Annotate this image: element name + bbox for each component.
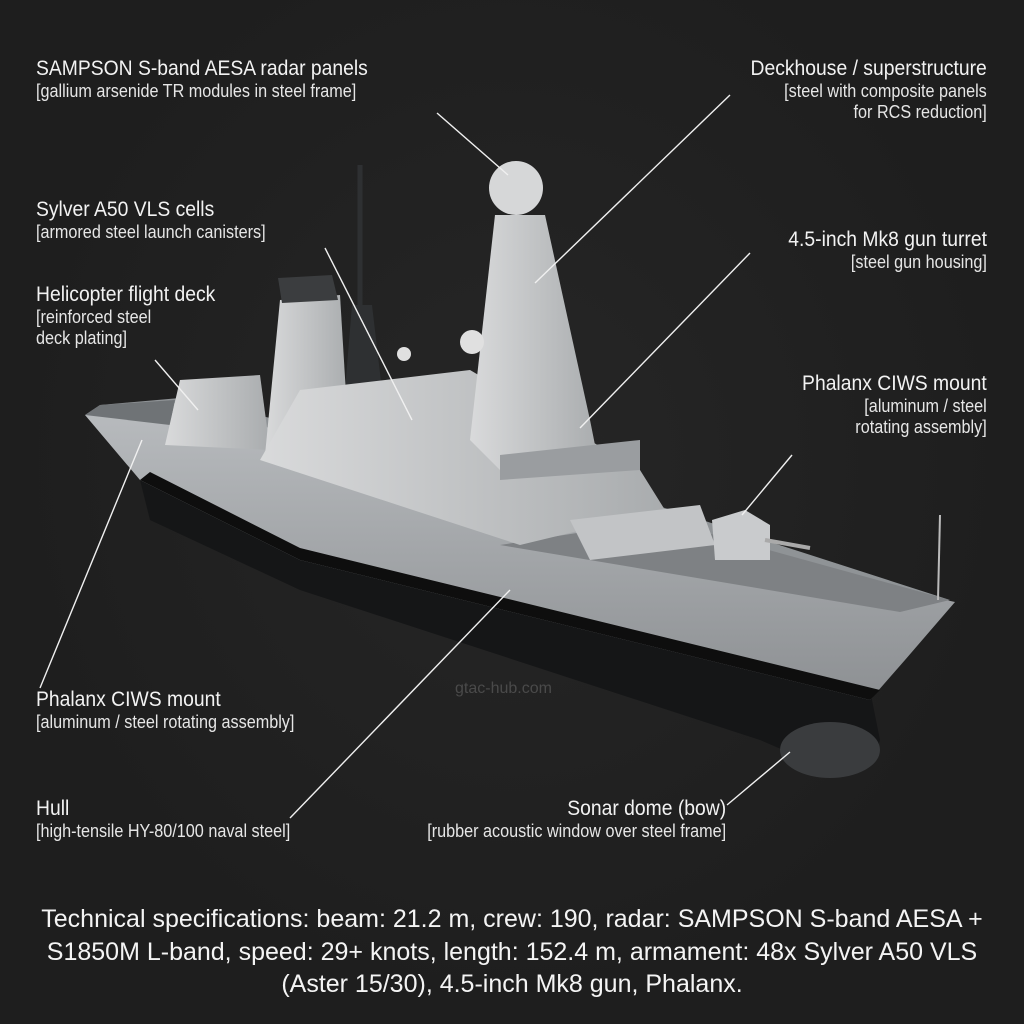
sonar-dome	[780, 722, 880, 778]
label-title: 4.5-inch Mk8 gun turret	[788, 228, 987, 251]
label-material: rotating assembly]	[855, 416, 987, 437]
label-title: Phalanx CIWS mount	[802, 372, 987, 395]
superstructure	[260, 370, 665, 545]
watermark: gtac-hub.com	[455, 680, 552, 697]
label-material: [reinforced steel	[36, 307, 152, 328]
leader-sonar	[726, 751, 791, 806]
helideck-surface	[85, 400, 175, 425]
label-material: [high-tensile HY-80/100 naval steel]	[36, 821, 291, 842]
label-title: Sylver A50 VLS cells	[36, 198, 215, 221]
label-helideck: Helicopter flight deck [reinforced steel…	[36, 283, 231, 349]
hull-side	[85, 402, 955, 700]
label-phalanx-right: Phalanx CIWS mount [aluminum / steel rot…	[786, 372, 987, 438]
leader-phalanx-left	[39, 439, 143, 689]
vls-block	[570, 505, 715, 560]
label-material: for RCS reduction]	[853, 101, 987, 122]
leader-sylver	[324, 247, 413, 421]
leader-phalanx-right	[741, 454, 793, 516]
leader-gun	[579, 252, 751, 429]
label-title: Helicopter flight deck	[36, 283, 216, 306]
label-title: Phalanx CIWS mount	[36, 688, 221, 711]
label-phalanx-left: Phalanx CIWS mount [aluminum / steel rot…	[36, 688, 323, 733]
label-deckhouse: Deckhouse / superstructure [steel with c…	[730, 57, 987, 123]
leader-deckhouse	[534, 94, 731, 284]
leader-hull	[289, 589, 511, 819]
label-sylver: Sylver A50 VLS cells [armored steel laun…	[36, 198, 291, 243]
label-material: [armored steel launch canisters]	[36, 222, 266, 243]
label-sampson: SAMPSON S-band AESA radar panels [galliu…	[36, 57, 397, 102]
technical-specifications: Technical specifications: beam: 21.2 m, …	[41, 905, 983, 998]
label-material: [aluminum / steel rotating assembly]	[36, 712, 295, 733]
label-title: Hull	[36, 797, 70, 820]
label-title: SAMPSON S-band AESA radar panels	[36, 57, 368, 80]
label-material: [steel gun housing]	[850, 252, 987, 273]
label-title: Sonar dome (bow)	[567, 797, 726, 820]
leader-lines	[39, 94, 793, 819]
label-title: Deckhouse / superstructure	[750, 57, 987, 80]
label-material: [aluminum / steel	[864, 396, 987, 417]
sampson-radar-dome	[489, 161, 543, 215]
gun-turret	[712, 510, 770, 560]
label-material: deck plating]	[36, 327, 127, 348]
label-material: [rubber acoustic window over steel frame…	[427, 821, 726, 842]
label-material: [gallium arsenide TR modules in steel fr…	[36, 81, 357, 102]
main-mast	[345, 305, 382, 390]
label-material: [steel with composite panels	[784, 81, 987, 102]
deckhouse-tower	[470, 215, 600, 470]
hangar	[165, 375, 270, 450]
label-sonar: Sonar dome (bow) [rubber acoustic window…	[394, 797, 726, 842]
label-hull: Hull [high-tensile HY-80/100 naval steel…	[36, 797, 319, 842]
label-gun: 4.5-inch Mk8 gun turret [steel gun housi…	[771, 228, 987, 273]
leader-helideck	[154, 359, 199, 411]
leader-sampson	[436, 112, 509, 176]
